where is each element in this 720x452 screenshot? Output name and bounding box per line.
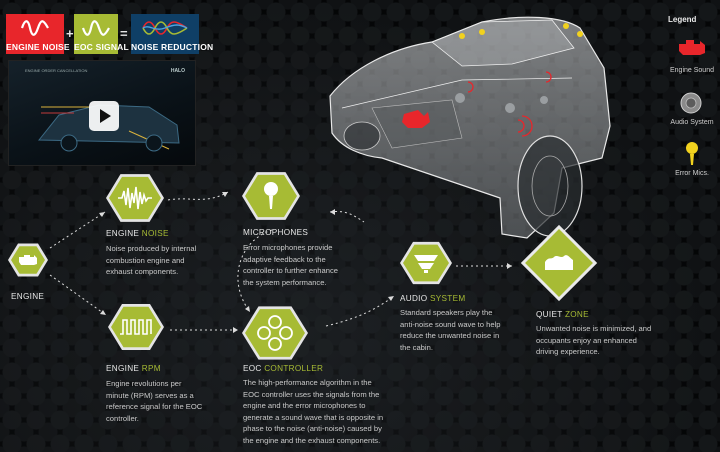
microphones-title: MICROPHONES [243,228,309,237]
legend-title: Legend [668,15,697,24]
microphone-icon [686,142,698,165]
equals-sign: = [120,26,128,41]
engine-noise-badge: ENGINE NOISE [6,14,70,54]
eoc-controller-desc: The high-performance algorithm in the EO… [243,378,384,445]
waveform-icon [20,20,49,36]
noise-reduction-badge: NOISE REDUCTION [131,14,213,54]
eoc-controller-title: EOC CONTROLLER [243,364,324,373]
audio-system-title: AUDIO SYSTEM [400,294,466,303]
square-wave-icon [120,319,152,335]
legend-audio-system-label: Audio System [670,119,714,126]
speaker-icon [680,92,702,114]
eoc-controller-node [242,306,308,360]
engine-label: ENGINE [11,292,45,301]
video-logo: HALO [170,68,185,74]
engine-icon [19,255,37,265]
engine-icon [402,110,430,128]
audio-system-desc: Standard speakers play the anti-noise so… [400,308,501,352]
legend-engine-sound-label: Engine Sound [670,67,714,74]
legend-error-mics-label: Error Mics. [675,170,709,177]
engine-noise-desc: Noise produced by internal combustion en… [106,244,197,277]
engine-icon [679,40,705,55]
noise-waveform-icon [118,186,152,210]
engine-rpm-desc: Engine revolutions per minute (RPM) serv… [106,379,203,423]
speaker-icon [414,255,438,273]
play-icon[interactable] [89,101,119,131]
engine-rpm-title: ENGINE RPM [106,364,161,373]
controller-icon [257,315,293,351]
waveform-icon [81,20,110,36]
video-thumbnail[interactable]: ENGINE ORDER CANCELLATION HALO [8,60,196,166]
eoc-signal-badge: EOC SIGNAL [74,14,129,54]
microphones-desc: Error microphones provide adaptive feedb… [243,243,338,287]
plus-sign: + [66,26,74,41]
quiet-zone-icon [545,255,573,270]
car-xray-illustration [329,16,611,239]
quiet-zone-title: QUIET ZONE [536,310,589,319]
waveform-icon [142,21,188,35]
quiet-zone-desc: Unwanted noise is minimized, and occupan… [536,324,652,357]
video-header-text: ENGINE ORDER CANCELLATION [25,68,88,73]
engine-noise-title: ENGINE NOISE [106,229,169,238]
microphone-icon [264,182,278,209]
